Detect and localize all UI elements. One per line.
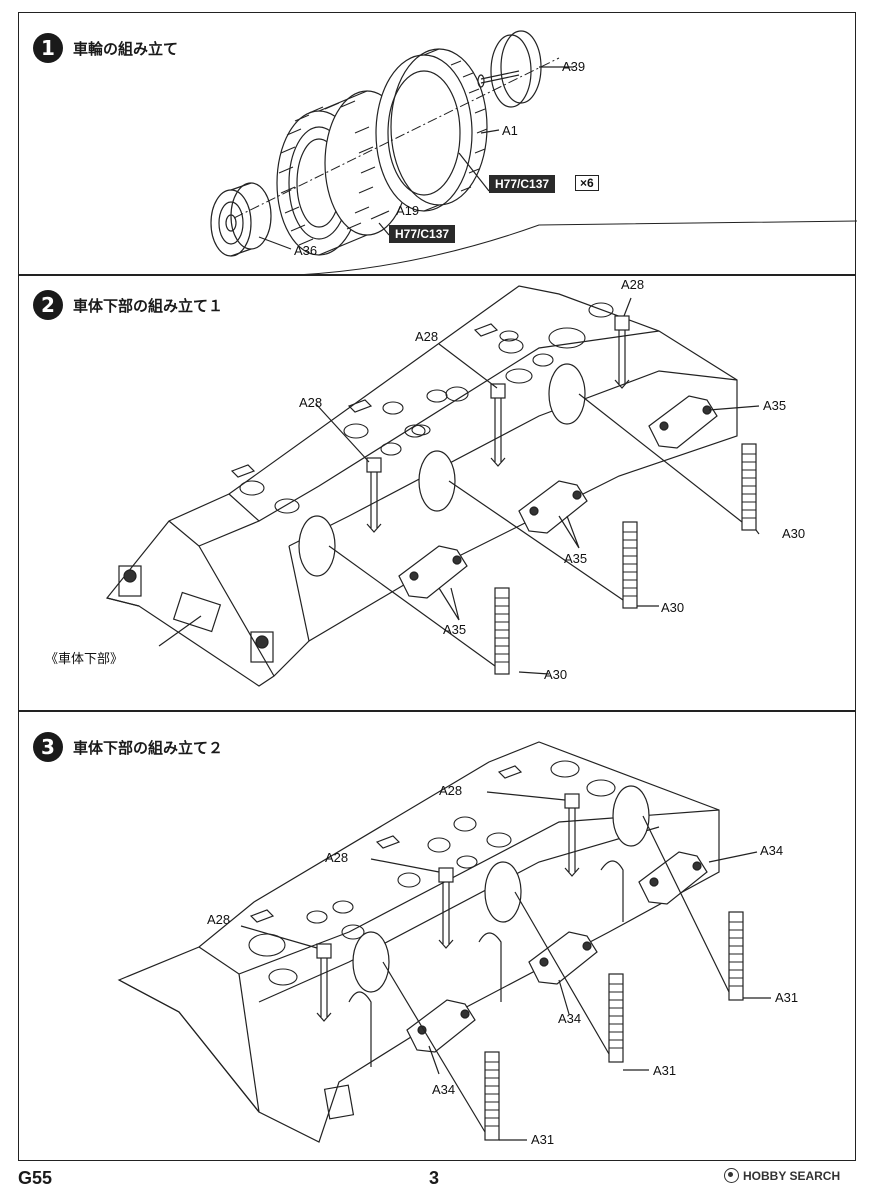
source-watermark: HOBBY SEARCH [724, 1168, 840, 1183]
part-label-a35-left: A35 [443, 622, 467, 637]
part-label-a19: A19 [396, 203, 420, 218]
page-number: 3 [429, 1168, 440, 1188]
step-1-panel: 1 車輪の組み立て [18, 12, 857, 276]
step-3-number: 3 [33, 732, 63, 762]
part-label-a31-mid: A31 [653, 1063, 677, 1078]
part-label-a30-left: A30 [544, 667, 568, 682]
part-label-a31-left: A31 [531, 1132, 555, 1147]
step-3-panel: 3 車体下部の組み立て２ [18, 711, 856, 1161]
part-label-a30-right: A30 [782, 526, 806, 541]
part-label-a28-right: A28 [621, 277, 645, 292]
lower-hull-label: 《車体下部》 [45, 651, 124, 666]
part-label-a36: A36 [294, 243, 318, 258]
part-label-a30-mid: A30 [661, 600, 685, 615]
part-label-a35-mid: A35 [564, 551, 588, 566]
step-2-panel: 2 車体下部の組み立て１ [18, 275, 856, 711]
lower-hull-step3-drawing [117, 741, 771, 1143]
step-3-title: 車体下部の組み立て２ [73, 738, 224, 757]
part-label-a28-left: A28 [299, 395, 323, 410]
part-label-a28-left: A28 [207, 912, 231, 927]
step-2-title: 車体下部の組み立て１ [73, 296, 224, 315]
step-1-number: 1 [33, 33, 63, 63]
part-label-a28-right: A28 [439, 783, 463, 798]
part-label-a28-mid: A28 [325, 850, 349, 865]
part-label-a39: A39 [562, 59, 586, 74]
step-2-number: 2 [33, 290, 63, 320]
part-label-a31-right: A31 [775, 990, 799, 1005]
part-label-a35-right: A35 [763, 398, 787, 413]
source-brand-text: HOBBY SEARCH [743, 1168, 841, 1183]
step-3-header: 3 車体下部の組み立て２ [33, 732, 223, 762]
part-label-a34-right: A34 [760, 843, 784, 858]
product-code: G55 [18, 1168, 53, 1188]
part-label-a28-mid: A28 [415, 329, 439, 344]
part-label-a34-mid: A34 [558, 1011, 582, 1026]
part-label-a34-left: A34 [432, 1082, 456, 1097]
lower-hull-step2-drawing [105, 285, 760, 687]
paint-callout-lower: H77/C137 [389, 225, 456, 243]
step-2-header: 2 車体下部の組み立て１ [33, 290, 223, 320]
wheel-assembly-drawing [210, 30, 857, 276]
quantity-callout: ×6 [575, 175, 599, 191]
paint-callout-upper: H77/C137 [489, 175, 556, 193]
step-1-header: 1 車輪の組み立て [33, 33, 178, 63]
part-label-a1: A1 [502, 123, 518, 138]
hobby-search-logo-icon [724, 1168, 739, 1183]
step-1-title: 車輪の組み立て [73, 39, 179, 58]
